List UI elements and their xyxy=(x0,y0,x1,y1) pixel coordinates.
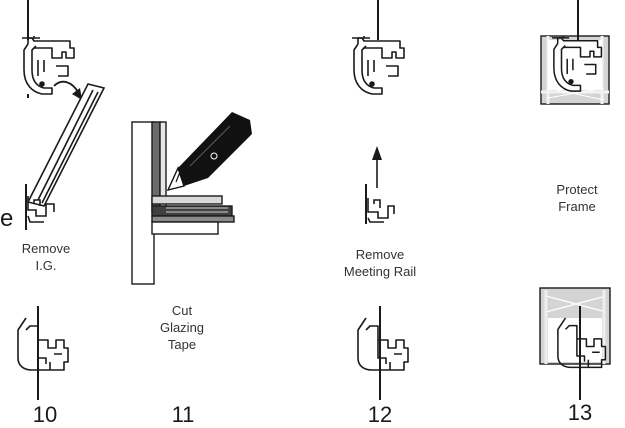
step-11-number: 11 xyxy=(171,402,195,427)
step-13-number: 13 xyxy=(567,400,593,425)
step-12-up-arrow xyxy=(372,146,382,188)
step-12-head-profile xyxy=(351,0,405,95)
step-10-rotation-arrow xyxy=(53,80,82,100)
step-11-frame-section xyxy=(131,121,235,285)
step-12-bottom-profile xyxy=(357,306,409,400)
step-10-head-profile xyxy=(21,0,75,98)
step-10-label: Remove I.G. xyxy=(21,241,71,273)
utility-knife-icon xyxy=(166,112,252,192)
step-13-label: Protect Frame xyxy=(556,182,598,214)
step-10-bottom-profile xyxy=(17,306,69,400)
step-13-protected-head xyxy=(540,0,610,105)
step-12-meeting-rail xyxy=(365,184,395,224)
step-13-protected-sill xyxy=(539,287,611,400)
step-11-label: Cut Glazing Tape xyxy=(159,303,205,352)
step-10-sill-profile xyxy=(25,184,55,230)
step-12-label: Remove Meeting Rail xyxy=(343,247,417,279)
step-10-ig-unit xyxy=(26,83,106,207)
step-12-number: 12 xyxy=(367,402,393,427)
cropped-text-fragment: e xyxy=(0,205,13,232)
step-10-number: 10 xyxy=(32,402,58,427)
